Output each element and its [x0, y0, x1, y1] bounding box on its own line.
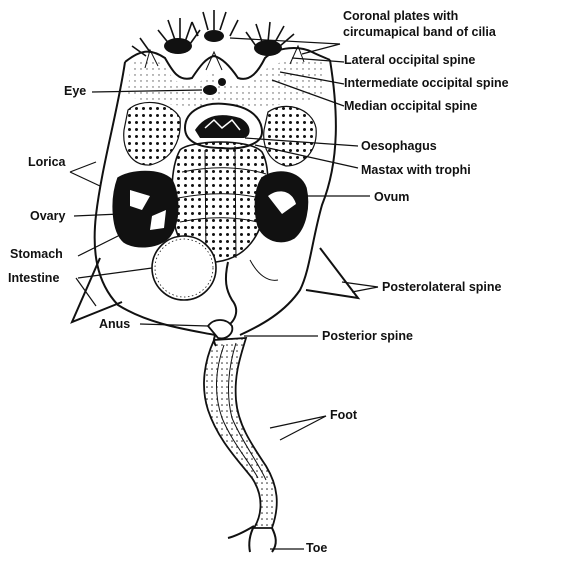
label-posterolateral-spine: Posterolateral spine: [382, 279, 502, 295]
median-occipital-spine: [206, 52, 222, 70]
coronal-fill: [128, 59, 326, 107]
label-lorica: Lorica: [28, 154, 66, 170]
left-gland: [124, 102, 181, 165]
posterolateral-spine-left: [72, 258, 122, 322]
label-mastax: Mastax with trophi: [361, 162, 471, 178]
label-intermediate-occipital-spine: Intermediate occipital spine: [344, 75, 509, 91]
label-eye: Eye: [64, 83, 86, 99]
label-toe: Toe: [306, 540, 327, 556]
label-ovum: Ovum: [374, 189, 409, 205]
cilia-right-blob: [254, 40, 282, 56]
intestine: [152, 236, 216, 300]
posterolateral-spine-right: [306, 248, 358, 298]
eye-spot: [203, 85, 217, 95]
label-median-occipital-spine: Median occipital spine: [344, 98, 477, 114]
label-stomach: Stomach: [10, 246, 63, 262]
label-coronal-plates-line2: circumapical band of cilia: [343, 24, 496, 40]
label-oesophagus: Oesophagus: [361, 138, 437, 154]
label-coronal-plates-line1: Coronal plates with: [343, 8, 458, 24]
label-lateral-occipital-spine: Lateral occipital spine: [344, 52, 475, 68]
ovary: [113, 172, 178, 247]
label-anus: Anus: [99, 316, 130, 332]
anus-ring: [208, 320, 232, 338]
cilia-mid-blob: [204, 30, 224, 42]
label-intestine: Intestine: [8, 270, 59, 286]
label-posterior-spine: Posterior spine: [322, 328, 413, 344]
label-ovary: Ovary: [30, 208, 65, 224]
toe-left: [228, 526, 254, 552]
foot: [204, 338, 277, 528]
cilia-left-blob: [164, 38, 192, 54]
label-foot: Foot: [330, 407, 357, 423]
